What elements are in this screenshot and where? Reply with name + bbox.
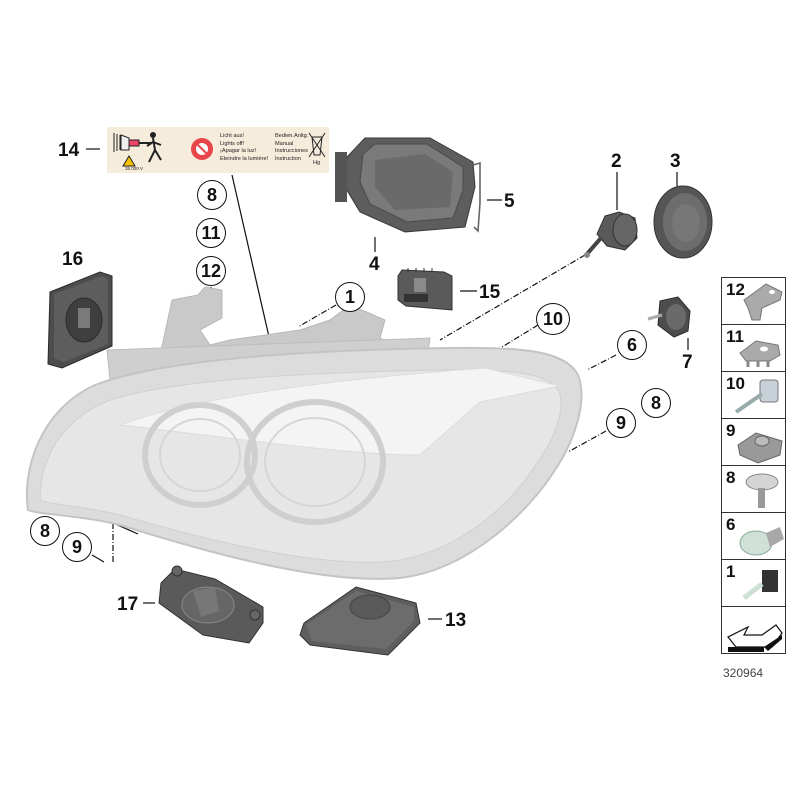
callout-label: 10: [542, 308, 564, 329]
wire-clip[interactable]: [470, 161, 490, 233]
callout-5[interactable]: 5: [504, 191, 515, 212]
callout-8-right[interactable]: 8: [641, 388, 671, 418]
bracket-icon: [743, 283, 783, 321]
manual-line: Instruction: [275, 155, 301, 162]
crossed-bin-icon: [308, 132, 326, 158]
control-module[interactable]: [396, 266, 458, 316]
legend-item-11[interactable]: 11: [721, 324, 786, 371]
callout-16[interactable]: 16: [62, 249, 84, 270]
callout-9-right[interactable]: 9: [606, 408, 636, 438]
warning-text-left: Licht aus! Lights off! ¡Apagar la luz! E…: [220, 133, 268, 163]
legend-number: 6: [726, 515, 736, 534]
adjusting-screw-icon: [734, 379, 779, 414]
callout-label: 9: [71, 536, 82, 557]
repair-bracket-icon: [739, 340, 781, 367]
rear-cover-housing[interactable]: [335, 132, 485, 237]
legend-item-6[interactable]: 6: [721, 512, 786, 559]
callout-17[interactable]: 17: [117, 594, 139, 615]
legend-item-1[interactable]: 1: [721, 559, 786, 606]
warning-text-right: Bedien.Anltg. Manual Instrucciones Instr…: [275, 133, 308, 163]
high-voltage-warning-icon: [113, 132, 162, 167]
manual-line: Bedien.Anltg.: [275, 133, 309, 139]
warning-line: Lights off!: [220, 140, 245, 147]
legend-item-8[interactable]: 8: [721, 465, 786, 512]
callout-9-lower[interactable]: 9: [62, 532, 92, 562]
xenon-ballast[interactable]: [298, 583, 426, 663]
voltage-text: 35 000 V: [125, 166, 144, 171]
led-driver-module[interactable]: [153, 563, 273, 648]
manual-line: Manual: [275, 140, 294, 147]
callout-8-lower[interactable]: 8: [30, 516, 60, 546]
legend-number: 1: [726, 562, 736, 581]
callout-label: 8: [650, 392, 661, 413]
catalog-number: 320964: [723, 666, 764, 680]
callout-label: 11: [201, 222, 221, 243]
h-bulb-icon: [742, 570, 778, 600]
callout-label: 6: [626, 334, 637, 355]
callout-label: 9: [615, 412, 626, 433]
callout-13[interactable]: 13: [445, 610, 467, 631]
warning-label[interactable]: 35 000 V Licht aus! Lights off! ¡Apagar …: [107, 127, 329, 173]
callout-1[interactable]: 1: [335, 282, 365, 312]
callout-7[interactable]: 7: [682, 352, 693, 373]
parts-legend: 12 11 10 9 8: [721, 277, 786, 654]
callout-label: 8: [39, 520, 50, 541]
callout-4[interactable]: 4: [369, 254, 380, 275]
warning-line: Eteindre la lumière!: [220, 155, 269, 162]
bulb-icon: [739, 527, 784, 556]
manual-line: Instrucciones: [275, 148, 308, 155]
legend-item-arrow[interactable]: [721, 606, 786, 654]
adjuster-motor[interactable]: [583, 208, 643, 263]
legend-number: 10: [726, 374, 745, 393]
callout-label: 12: [200, 260, 222, 281]
hg-text: Hg: [313, 160, 321, 166]
igniter-module[interactable]: [42, 264, 117, 376]
clip-nut-icon: [737, 432, 783, 464]
legend-item-10[interactable]: 10: [721, 371, 786, 418]
callout-label: 8: [206, 184, 217, 205]
direction-arrow-icon: [727, 624, 783, 652]
callout-8-upper[interactable]: 8: [197, 180, 227, 210]
callout-10[interactable]: 10: [536, 303, 570, 335]
legend-item-12[interactable]: 12: [721, 277, 786, 324]
callout-14[interactable]: 14: [58, 140, 80, 161]
legend-number: 12: [726, 280, 745, 299]
bulb-socket[interactable]: [647, 295, 693, 340]
callout-12[interactable]: 12: [196, 256, 226, 286]
legend-item-9[interactable]: 9: [721, 418, 786, 465]
lights-off-icon: [191, 138, 213, 160]
round-cover-cap[interactable]: [652, 185, 714, 260]
legend-number: 11: [726, 327, 744, 346]
callout-label: 1: [344, 286, 355, 307]
callout-11[interactable]: 11: [196, 218, 226, 248]
callout-15[interactable]: 15: [479, 282, 501, 303]
warning-line: ¡Apagar la luz!: [220, 148, 257, 155]
callout-3[interactable]: 3: [670, 151, 681, 172]
callout-6[interactable]: 6: [617, 330, 647, 360]
screw-icon: [745, 473, 779, 508]
legend-number: 9: [726, 421, 736, 440]
warning-line: Licht aus!: [220, 133, 244, 139]
callout-2[interactable]: 2: [611, 151, 622, 172]
legend-number: 8: [726, 468, 736, 487]
